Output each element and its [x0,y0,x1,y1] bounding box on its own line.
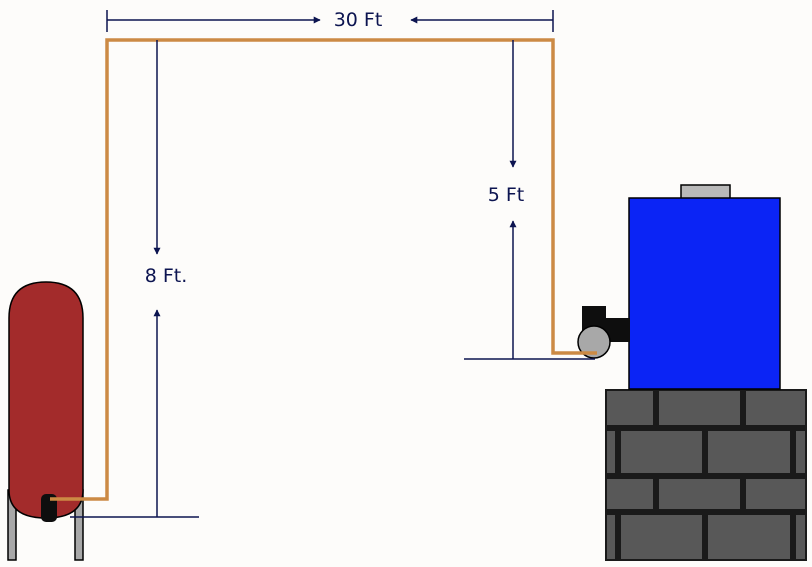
tank-outlet-fitting [41,494,57,522]
dimension-5ft: 5 Ft [464,40,595,360]
label-30ft: 30 Ft [334,9,383,31]
pump [577,306,630,359]
blue-reservoir [628,184,781,390]
red-tank [7,281,84,561]
label-5ft: 5 Ft [488,184,525,206]
brick-stand [605,389,807,561]
tank-body [8,281,84,519]
pump-valve [577,325,611,359]
reservoir-body [628,197,781,390]
pipe [50,38,597,501]
label-8ft: 8 Ft. [145,265,188,287]
reservoir-cap [680,184,731,200]
dimension-30ft: 30 Ft [106,9,554,32]
dimension-8ft: 8 Ft. [70,40,199,518]
